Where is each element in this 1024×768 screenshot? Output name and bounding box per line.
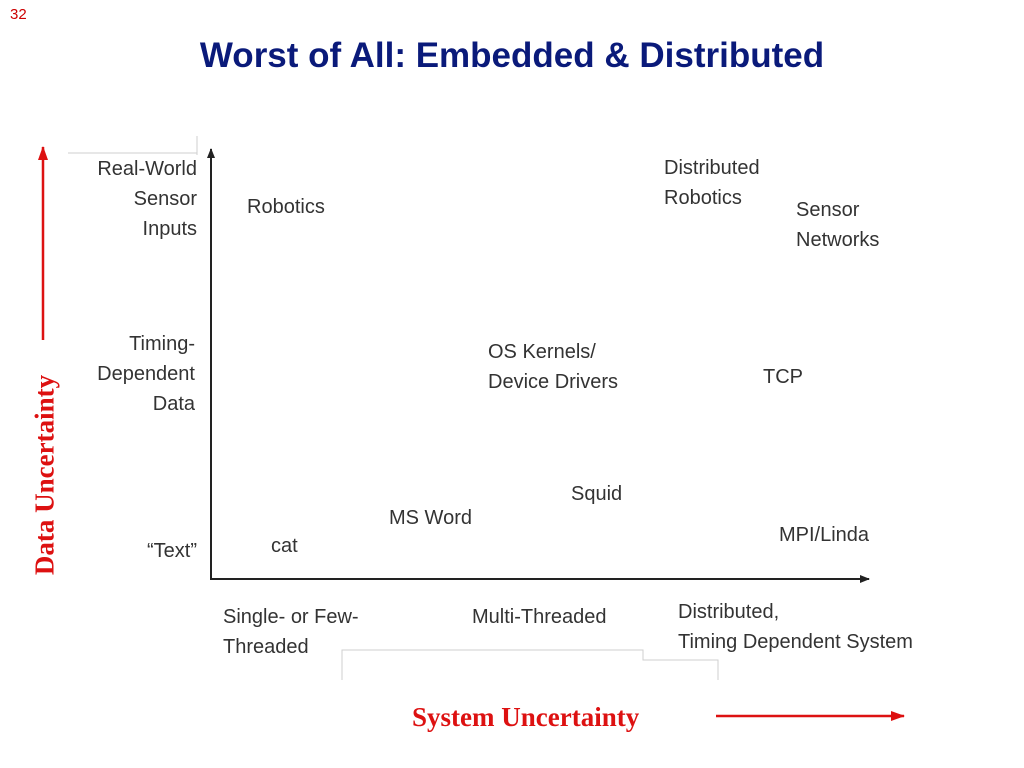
item-sensor-networks: Sensor Networks: [796, 199, 880, 251]
slide-number: 32: [10, 6, 27, 23]
y-level-timing-dependent: Timing- Dependent Data: [97, 333, 195, 415]
item-tcp: TCP: [763, 366, 803, 388]
item-distributed-robotics: Distributed Robotics: [664, 157, 760, 209]
bracket-line: [341, 649, 719, 680]
slide-title: Worst of All: Embedded & Distributed: [199, 36, 825, 75]
y-axis-title: Data Uncertainty: [29, 374, 60, 576]
item-mpi-linda: MPI/Linda: [779, 524, 870, 546]
item-squid: Squid: [571, 483, 623, 505]
item-os-kernels: OS Kernels/ Device Drivers: [488, 341, 619, 393]
item-robotics: Robotics: [247, 196, 325, 218]
x-level-multi-threaded: Multi-Threaded: [472, 606, 607, 628]
item-ms-word: MS Word: [389, 507, 472, 529]
x-level-single-threaded: Single- or Few- Threaded: [223, 606, 359, 658]
x-level-distributed: Distributed, Timing Dependent System: [678, 601, 913, 653]
item-cat: cat: [271, 535, 298, 557]
x-axis-title: System Uncertainty: [412, 702, 640, 732]
y-level-real-world: Real-World Sensor Inputs: [97, 158, 197, 240]
y-level-text: “Text”: [147, 540, 197, 562]
